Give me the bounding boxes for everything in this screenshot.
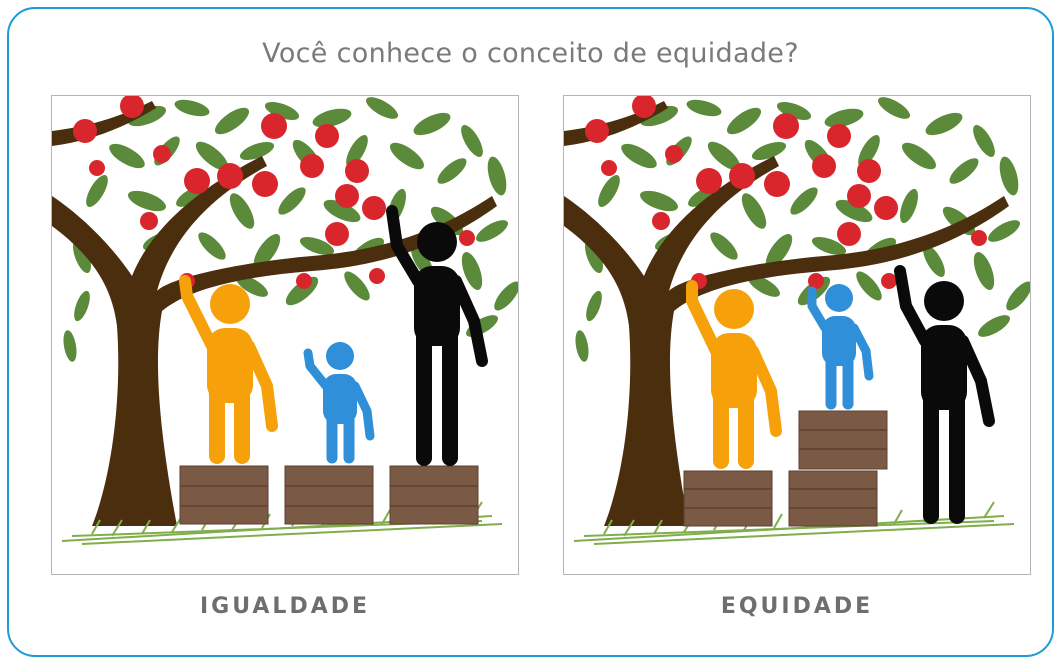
illustration-equality: [51, 95, 519, 575]
crate-lines: [180, 485, 478, 507]
person-blue: [807, 284, 874, 410]
person-black: [386, 205, 488, 466]
apples: [585, 96, 987, 289]
crates: [683, 410, 888, 527]
person-orange: [686, 280, 782, 469]
person-black: [894, 265, 995, 524]
caption-equity: EQUIDADE: [720, 594, 874, 619]
person-orange: [179, 275, 278, 464]
equity-scene: [564, 96, 1030, 545]
page-title: Você conhece o conceito de equidade?: [262, 38, 799, 69]
crates: [179, 465, 479, 525]
tree-leaves: [63, 97, 518, 362]
caption-equality: IGUALDADE: [199, 594, 371, 619]
equality-scene: [52, 96, 518, 545]
crate-lines: [684, 429, 887, 509]
illustration-equity: [563, 95, 1031, 575]
person-blue: [303, 342, 375, 464]
